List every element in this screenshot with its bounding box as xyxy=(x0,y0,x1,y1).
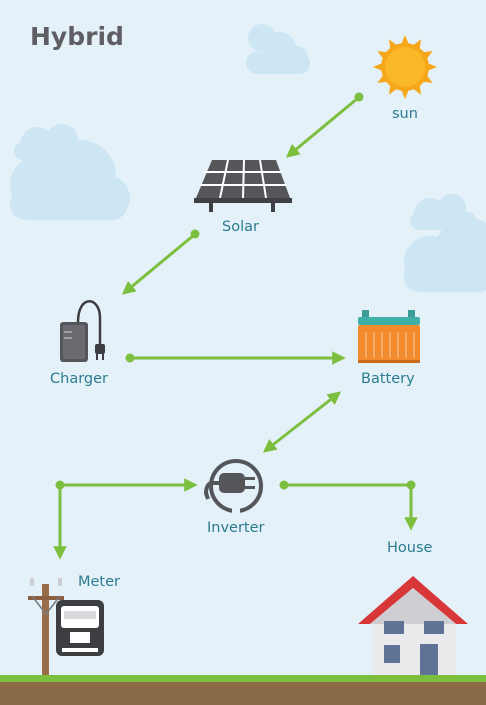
utility-meter-icon xyxy=(28,578,104,680)
arrow-sun-to-solar xyxy=(285,96,359,158)
battery-icon xyxy=(358,310,420,363)
arrow-solar-to-charger xyxy=(121,233,195,295)
cloud-icon xyxy=(10,124,130,220)
label-solar: Solar xyxy=(222,219,259,235)
page-title: Hybrid xyxy=(30,22,124,51)
arrow-inverter-to-meter xyxy=(53,478,198,560)
ground xyxy=(0,678,486,705)
charger-icon xyxy=(60,300,105,362)
arrow-inverter-to-house xyxy=(284,483,418,531)
arrow-battery-inverter xyxy=(262,391,342,453)
label-house: House xyxy=(387,540,433,556)
label-battery: Battery xyxy=(361,371,415,387)
cloud-icon xyxy=(246,24,310,74)
grass xyxy=(0,675,486,682)
arrow-dots xyxy=(55,92,416,490)
plug-icon xyxy=(203,459,263,516)
sun-icon xyxy=(373,35,437,99)
solar-panel-icon xyxy=(194,159,292,212)
cloud-icon xyxy=(404,194,486,292)
label-charger: Charger xyxy=(50,371,108,387)
label-meter: Meter xyxy=(78,574,120,590)
label-inverter: Inverter xyxy=(207,520,265,536)
flow-arrows xyxy=(53,96,418,560)
house-icon xyxy=(358,576,468,678)
label-sun: sun xyxy=(392,106,418,122)
